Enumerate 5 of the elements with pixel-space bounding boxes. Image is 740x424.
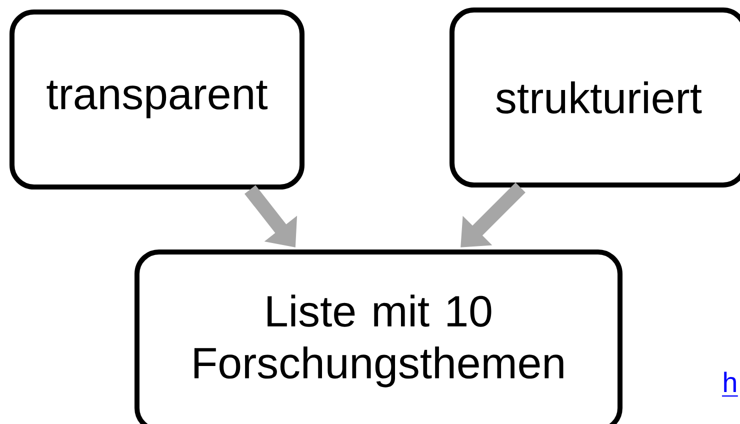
link-text: h [722, 372, 738, 397]
process-box: strukturiert [450, 8, 740, 188]
process-box: Liste mit 10 Forschungsthemen [134, 250, 622, 424]
block-arrow [460, 182, 526, 248]
process-box: transparent [10, 10, 304, 190]
